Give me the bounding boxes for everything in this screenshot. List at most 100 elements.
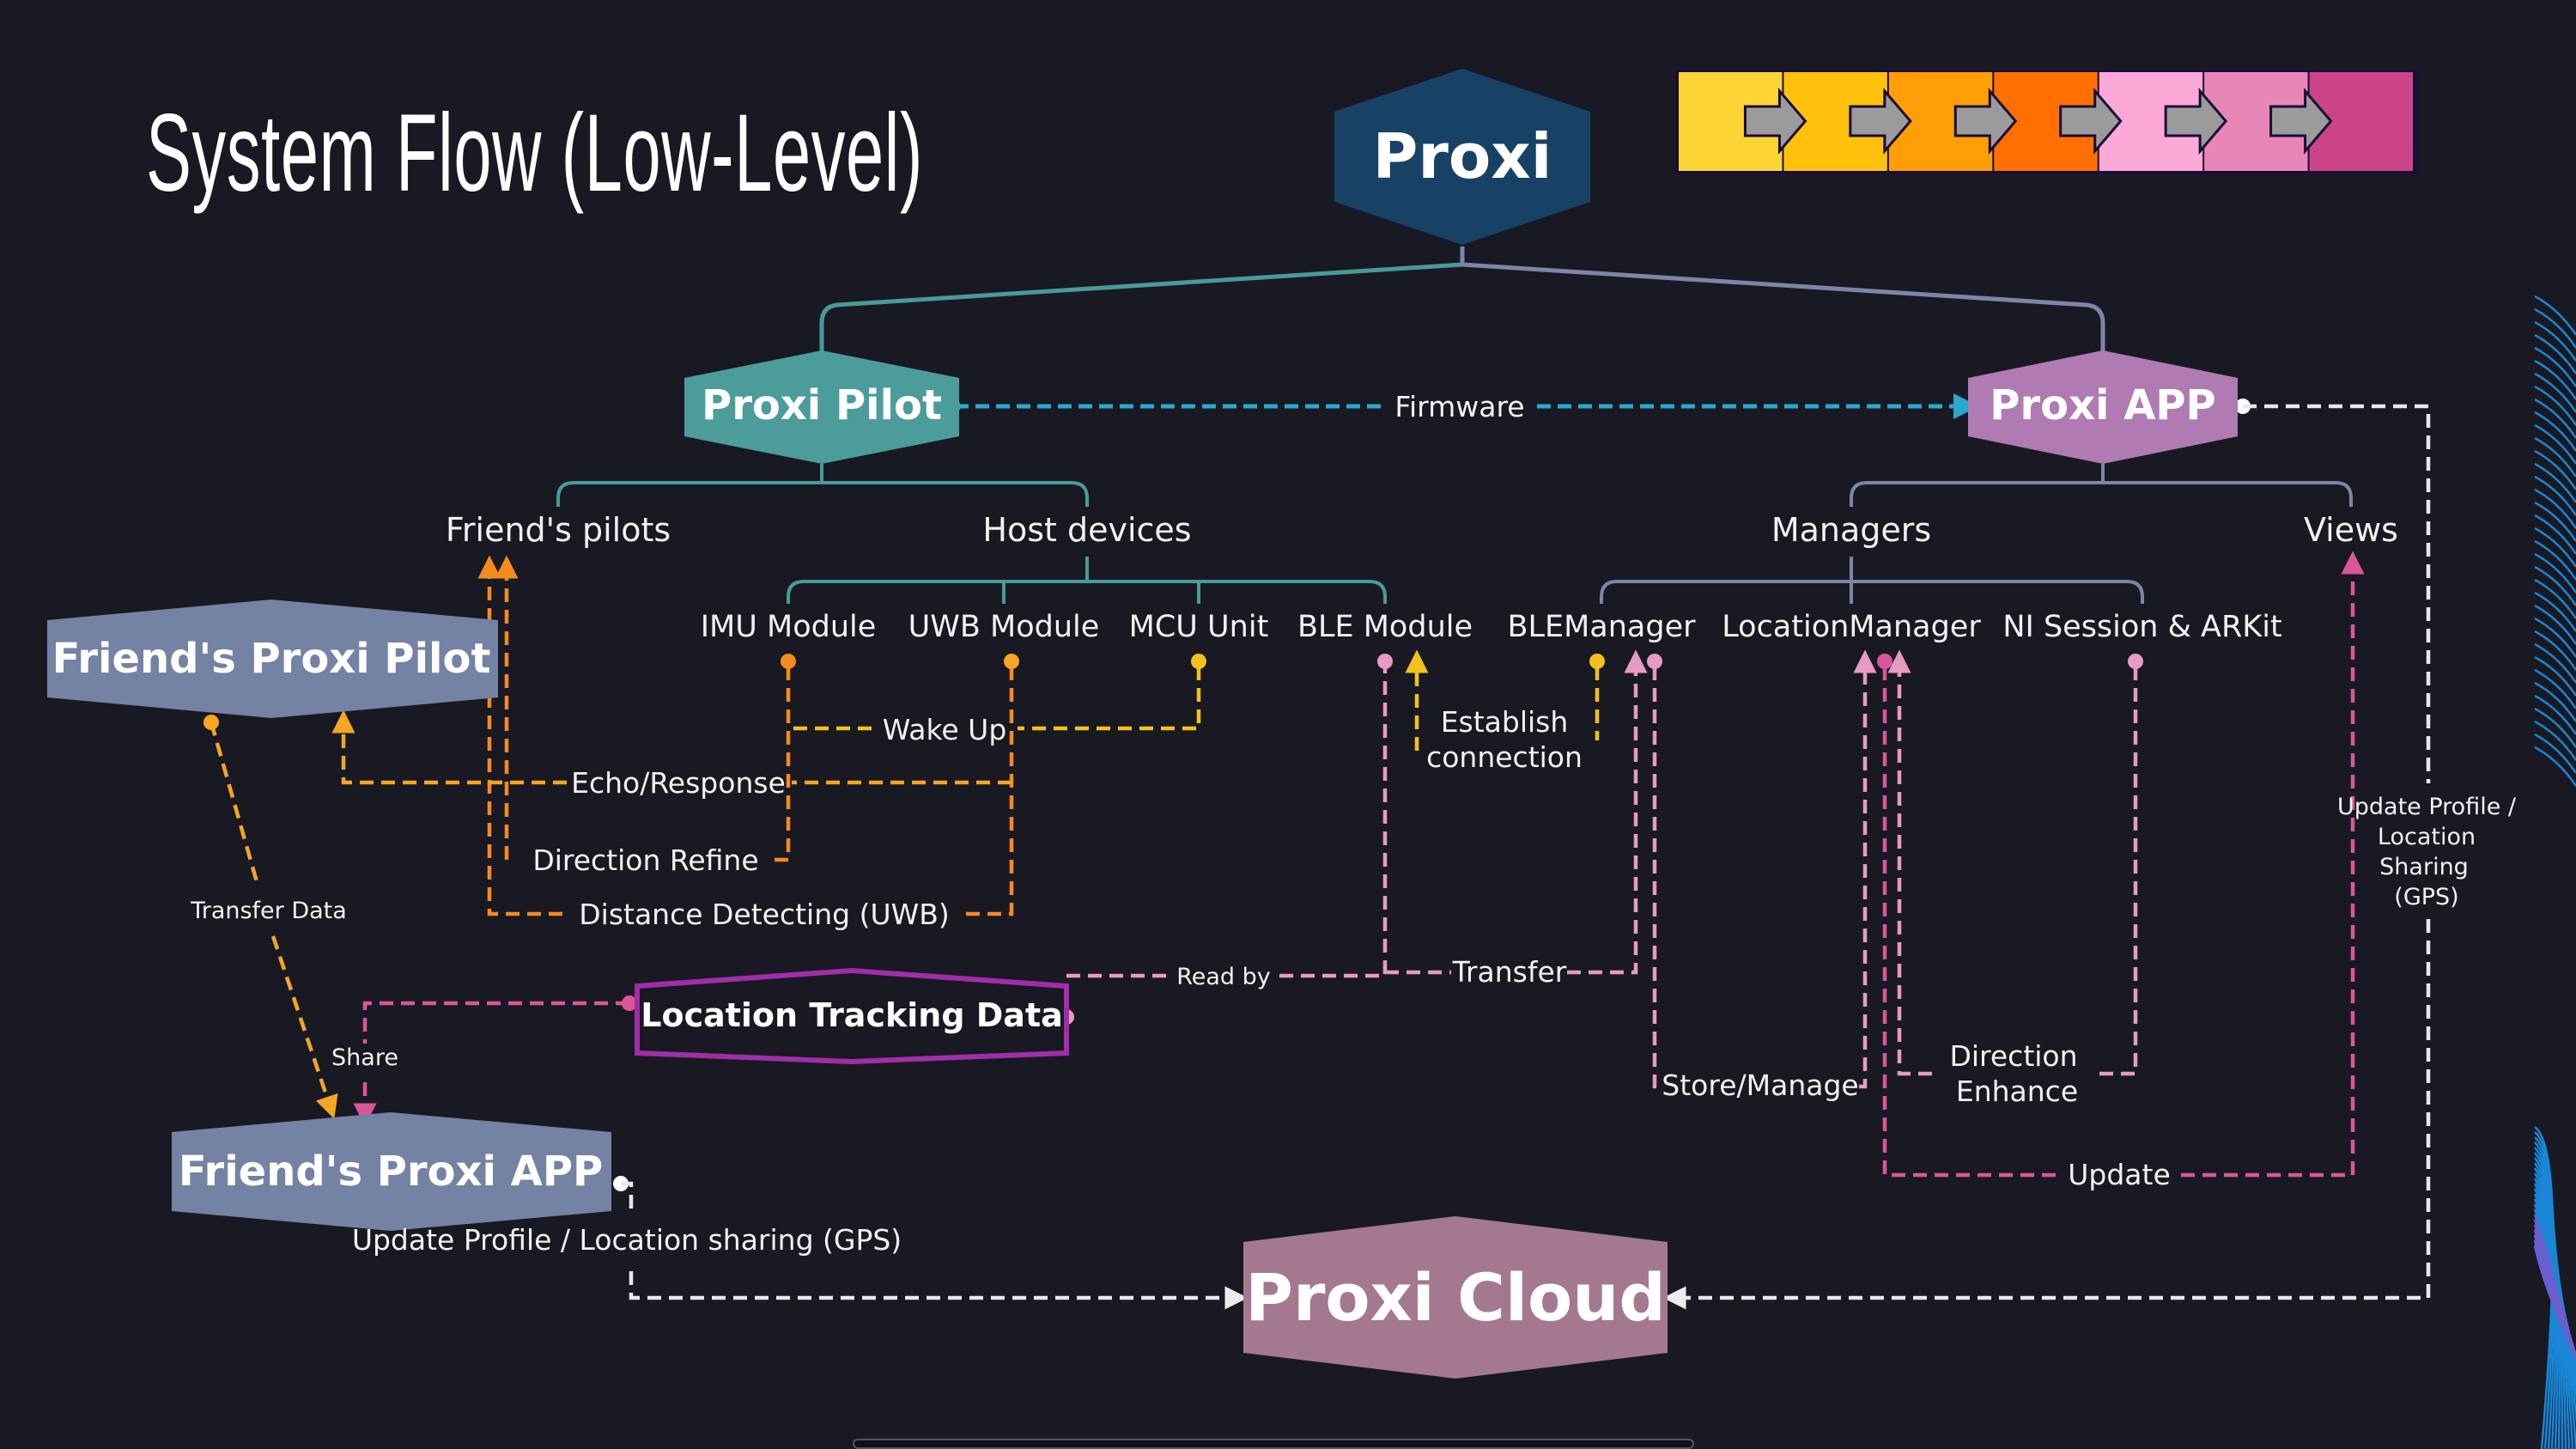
tree-connectors — [556, 247, 2353, 604]
category-labels: Friend's pilots Host devices Managers Vi… — [446, 511, 2398, 549]
wave-line — [2534, 295, 2576, 336]
label-update-profile-3: Sharing — [2379, 854, 2469, 880]
label-read-by: Read by — [1176, 964, 1271, 990]
wave-line — [2534, 346, 2576, 387]
wave-line — [2534, 539, 2576, 581]
wave-line — [2534, 359, 2576, 400]
label-direction-enhance-1: Direction — [1949, 1039, 2077, 1073]
wave-line — [2534, 307, 2576, 349]
store-manage-edge — [1652, 661, 1865, 1089]
wave-line — [2534, 398, 2576, 439]
module-location-manager: LocationManager — [1722, 610, 1981, 644]
cloud-edges — [621, 404, 2431, 1298]
color-progress-bar — [1676, 70, 2417, 174]
category-managers: Managers — [1771, 511, 1931, 549]
app-to-cloud-edge — [1674, 404, 2431, 1298]
friend-app-to-cloud-edge — [621, 1181, 1236, 1298]
scroll-bar[interactable] — [853, 1439, 1694, 1449]
label-transfer: Transfer — [1452, 955, 1567, 989]
wave-line — [2534, 642, 2576, 684]
module-ble-manager: BLEManager — [1507, 610, 1696, 644]
wave-line — [2533, 1229, 2576, 1359]
wave-line — [2534, 552, 2576, 594]
share-edge — [365, 1001, 629, 1115]
wave-line — [2534, 617, 2576, 658]
read-by-edge — [1066, 667, 1388, 978]
wave-line — [2534, 591, 2576, 632]
managers-branches-connector — [1600, 557, 2144, 604]
edge-labels: Firmware Wake Up Echo/Response Direction… — [190, 390, 2517, 1257]
wave-line — [2534, 411, 2576, 452]
root-to-pilot-connector — [819, 247, 1465, 352]
node-proxi-pilot[interactable]: Proxi Pilot — [684, 350, 959, 464]
transfer-edge — [1385, 661, 1636, 975]
pilot-side-edges — [209, 567, 1600, 1108]
direction-enhance-edge — [1899, 661, 2138, 1076]
label-update-profile-4: (GPS) — [2394, 884, 2458, 910]
wave-line — [2534, 655, 2576, 697]
wave-line — [2533, 1245, 2576, 1361]
wave-line — [2534, 514, 2576, 555]
update-edge — [1882, 563, 2353, 1178]
wave-line — [2534, 449, 2576, 490]
wave-line — [2533, 1234, 2576, 1360]
wave-line — [2533, 1224, 2576, 1360]
label-update-profile-2: Location — [2378, 824, 2476, 850]
arrow-right-icon — [2164, 87, 2228, 155]
node-location-data-label: Location Tracking Data — [641, 996, 1063, 1034]
node-location-tracking-data[interactable]: Location Tracking Data — [635, 967, 1069, 1065]
wave-line — [2534, 604, 2576, 645]
node-proxi-app[interactable]: Proxi APP — [1968, 350, 2238, 464]
arrow-right-icon — [2059, 87, 2123, 155]
label-echo-response: Echo/Response — [571, 766, 786, 800]
wave-line — [2534, 527, 2576, 568]
category-friends-pilots: Friend's pilots — [446, 511, 671, 549]
app-branches-connector — [1850, 464, 2353, 507]
label-update: Update — [2068, 1158, 2171, 1191]
wave-line — [2534, 630, 2576, 671]
node-friend-pilot-label: Friend's Proxi Pilot — [52, 635, 491, 683]
arrow-right-icon — [1849, 87, 1912, 155]
wave-line — [2534, 733, 2576, 774]
label-share: Share — [331, 1044, 398, 1071]
module-ble: BLE Module — [1297, 610, 1473, 644]
label-wake-up: Wake Up — [883, 713, 1007, 746]
node-root-label: Proxi — [1373, 120, 1552, 192]
label-direction-refine: Direction Refine — [532, 843, 758, 877]
wake-up-edge — [792, 667, 1201, 731]
label-friend-update-profile: Update Profile / Location sharing (GPS) — [352, 1223, 902, 1257]
module-mcu: MCU Unit — [1129, 610, 1269, 644]
wave-line — [2534, 578, 2576, 619]
wave-line — [2534, 436, 2576, 478]
establish-connection-edge — [1417, 661, 1600, 751]
wave-line — [2534, 746, 2576, 787]
wave-line — [2534, 720, 2576, 761]
echo-response-edge — [343, 721, 1012, 785]
node-friend-app-label: Friend's Proxi APP — [179, 1148, 603, 1196]
node-friend-proxi-app[interactable]: Friend's Proxi APP — [172, 1112, 611, 1231]
node-friend-proxi-pilot[interactable]: Friend's Proxi Pilot — [47, 600, 498, 718]
node-root[interactable]: Proxi — [1334, 69, 1590, 245]
wave-line — [2534, 501, 2576, 542]
wave-line — [2534, 462, 2576, 503]
app-side-edges — [365, 563, 2353, 1178]
wave-line — [2534, 668, 2576, 709]
module-ni-session: NI Session & ARKit — [2002, 610, 2281, 644]
direction-refine-edge — [507, 567, 791, 862]
wave-line — [2534, 385, 2576, 426]
wave-line — [2534, 423, 2576, 465]
label-firmware: Firmware — [1394, 390, 1524, 423]
node-pilot-label: Proxi Pilot — [702, 381, 942, 429]
wave-line — [2534, 475, 2576, 516]
slide-title: System Flow (Low-Level) — [146, 92, 924, 215]
node-proxi-cloud[interactable]: Proxi Cloud — [1243, 1216, 1668, 1379]
host-devices-branches-connector — [787, 557, 1387, 604]
module-imu: IMU Module — [701, 610, 877, 644]
decorative-waves-bottom — [2533, 1125, 2576, 1449]
wave-line — [2534, 372, 2576, 413]
label-establish-1: Establish — [1441, 705, 1569, 739]
arrow-right-icon — [2269, 87, 2333, 155]
wave-line — [2533, 1239, 2576, 1360]
pilot-branches-connector — [556, 464, 1089, 507]
